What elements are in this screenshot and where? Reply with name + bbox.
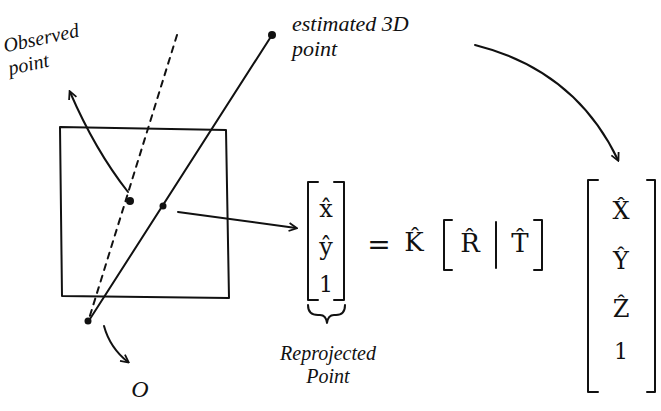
equals-sign: = bbox=[367, 229, 390, 261]
image-plane bbox=[60, 127, 229, 298]
callout-label: estimated 3D point bbox=[292, 11, 422, 62]
reprojection-ray bbox=[88, 35, 272, 322]
matrix-symbol: R̂ bbox=[460, 229, 480, 259]
vector-entry: x̂ bbox=[319, 196, 333, 224]
leader-arrow bbox=[178, 212, 296, 228]
bracket bbox=[334, 182, 344, 300]
point-dot bbox=[126, 197, 134, 205]
bracket bbox=[534, 220, 542, 270]
bracket bbox=[588, 180, 598, 392]
matrix-symbol: T̂ bbox=[511, 229, 528, 259]
camera-center-label: O bbox=[131, 376, 148, 404]
matrix-divider bbox=[495, 222, 497, 268]
leader-arrow bbox=[104, 326, 128, 362]
bracket bbox=[444, 220, 452, 270]
vector-entry: 1 bbox=[614, 339, 628, 364]
point-dot bbox=[268, 31, 276, 39]
vector-entry: Ŷ bbox=[613, 248, 629, 276]
caption-label: Reprojected Point bbox=[263, 342, 393, 388]
point-dot bbox=[85, 318, 92, 325]
underbrace bbox=[308, 305, 345, 323]
point-dot bbox=[160, 203, 167, 210]
leader-arrow bbox=[475, 45, 618, 160]
observed-ray bbox=[88, 35, 177, 322]
callout-label: Observed point bbox=[1, 16, 99, 80]
vector-entry: Ẑ bbox=[613, 296, 630, 324]
vector-entry: ŷ bbox=[319, 234, 333, 262]
bracket bbox=[308, 182, 318, 300]
leader-arrow bbox=[70, 92, 128, 192]
vector-entry: 1 bbox=[319, 272, 333, 297]
matrix-symbol: K̂ bbox=[404, 228, 423, 258]
bracket bbox=[647, 180, 655, 392]
vector-entry: X̂ bbox=[612, 198, 629, 226]
